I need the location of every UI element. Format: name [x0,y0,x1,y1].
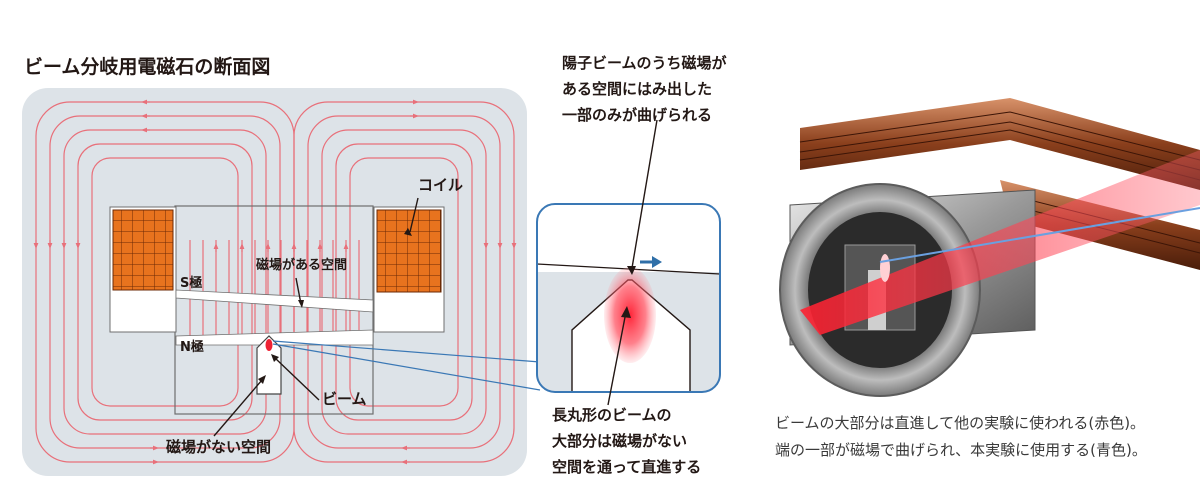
page-title: ビーム分岐用電磁石の断面図 [24,56,271,78]
cross-section-panel [22,88,527,476]
top-annotation-line-2: ある空間にはみ出した [562,80,713,98]
beam-pointer [274,357,320,401]
magnet-3d-render [770,70,1200,397]
magnetic-field-lines [35,101,515,463]
bottom-annotation-line-1: 長丸形のビームの [552,406,672,424]
zoom-connector [272,340,541,391]
top-annotation-line-1: 陽子ビームのうち磁場が [562,54,727,72]
n-pole-piece [175,329,374,346]
right-coil [376,209,442,293]
top-annotation-pointer [631,119,658,269]
zoom-detail [537,204,720,392]
coil-pointer [409,197,419,233]
left-coil [112,209,174,291]
bottom-annotation: 長丸形のビームの 大部分は磁場がない 空間を通って直進する [552,402,701,480]
no-field-space-label: 磁場がない空間 [166,438,272,456]
s-pole-label: S極 [180,276,203,291]
s-pole-piece [175,289,374,313]
render-caption: ビームの大部分は直進して他の実験に使われる(赤色)。 端の一部が磁場で曲げられ、… [775,410,1147,464]
field-direction-arrows [33,99,517,465]
beam-spot [265,339,273,351]
bottom-annotation-pointer [607,311,627,406]
no-field-pointer [213,379,263,437]
n-pole-label: N極 [180,340,204,355]
top-annotation-line-3: 一部のみが曲げられる [562,106,713,124]
field-space-label: 磁場がある空間 [256,258,348,273]
top-annotation: 陽子ビームのうち磁場が ある空間にはみ出した 一部のみが曲げられる [562,50,727,128]
zoom-frame [536,203,721,393]
field-space-pointer [295,277,302,305]
beam-label: ビーム [322,390,367,408]
caption-line-1: ビームの大部分は直進して他の実験に使われる(赤色)。 [775,414,1146,432]
coil-label: コイル [418,176,464,194]
bottom-annotation-line-2: 大部分は磁場がない [552,432,688,450]
bottom-annotation-line-3: 空間を通って直進する [552,458,702,476]
caption-line-2: 端の一部が磁場で曲げられ、本実験に使用する(青色)。 [775,441,1147,459]
